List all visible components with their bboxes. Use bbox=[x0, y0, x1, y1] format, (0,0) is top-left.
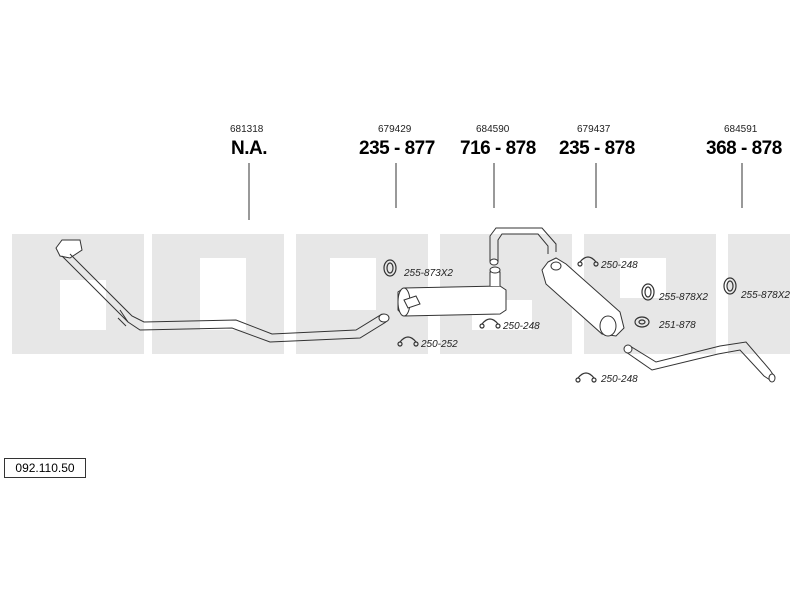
clamp-label-b: 250-248 bbox=[503, 321, 540, 332]
ref-number-3: 684590 bbox=[476, 124, 510, 135]
intermediate-pipe bbox=[489, 227, 557, 266]
ref-number-5: 684591 bbox=[724, 124, 758, 135]
fittings bbox=[383, 256, 737, 383]
part-code-3: 716 - 878 bbox=[460, 138, 536, 159]
ref-number-1: 681318 bbox=[230, 124, 264, 135]
gasket-label-a: 255-873X2 bbox=[404, 268, 453, 279]
clamp-label-c: 250-248 bbox=[601, 260, 638, 271]
part-code-2: 235 - 877 bbox=[359, 138, 435, 159]
ref-number-2: 679429 bbox=[378, 124, 412, 135]
part-code-5: 368 - 878 bbox=[706, 138, 782, 159]
part-code-4: 235 - 878 bbox=[559, 138, 635, 159]
front-pipe bbox=[55, 239, 390, 343]
front-silencer bbox=[397, 266, 507, 317]
ref-number-4: 679437 bbox=[577, 124, 611, 135]
gasket-label-c: 255-878X2 bbox=[741, 290, 790, 301]
gasket-label-b: 255-878X2 bbox=[659, 292, 708, 303]
rear-silencer bbox=[541, 257, 625, 337]
tail-pipe bbox=[623, 341, 776, 383]
clamp-label-d: 251-878 bbox=[659, 320, 696, 331]
part-code-1: N.A. bbox=[231, 138, 268, 159]
clamp-label-a: 250-252 bbox=[421, 339, 458, 350]
clamp-label-e: 250-248 bbox=[601, 374, 638, 385]
catalog-number: 092.110.50 bbox=[4, 458, 86, 478]
